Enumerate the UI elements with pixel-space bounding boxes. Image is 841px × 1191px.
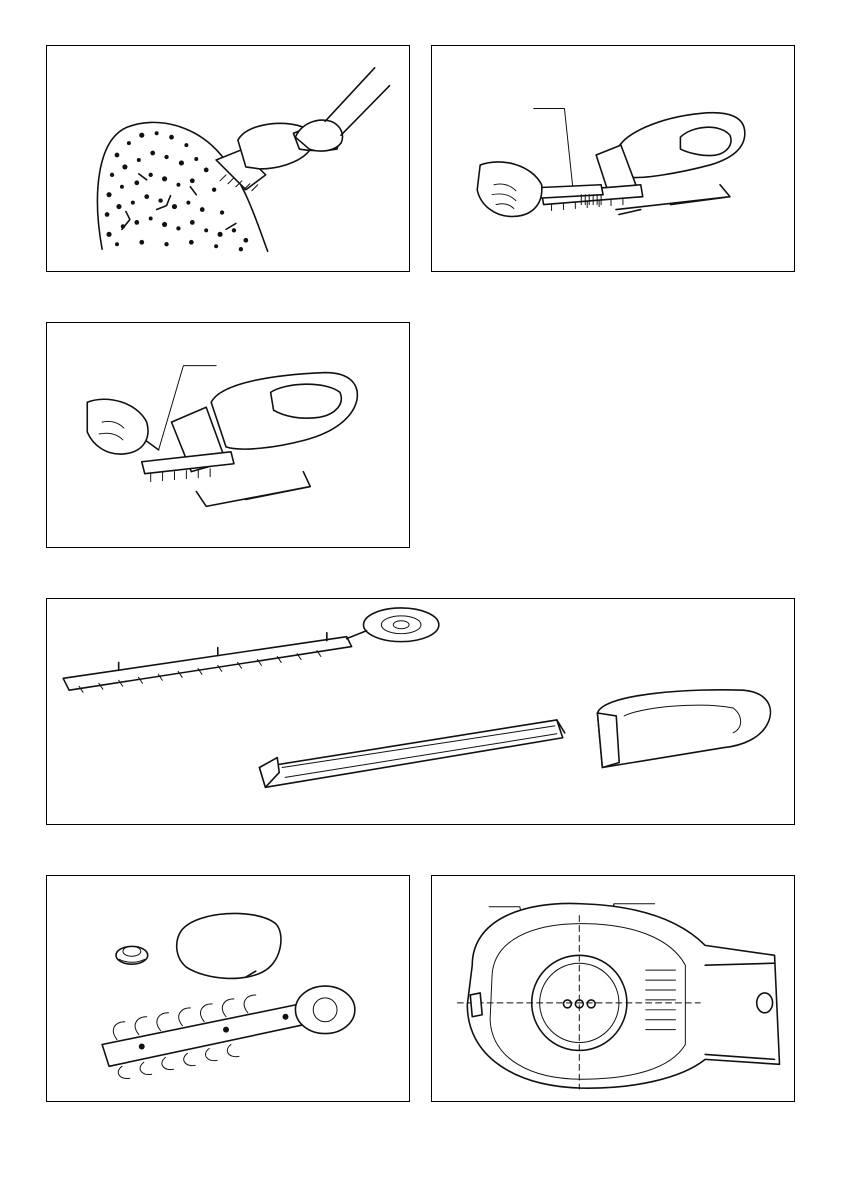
shear-blade [102,986,355,1078]
gear-housing-alignment-icon [432,876,794,1101]
long-blade-cover [259,720,564,787]
hand [477,162,542,217]
tool-stand [196,472,310,507]
cover-plate [177,913,281,978]
trimmer-handle-loop [271,384,342,418]
blade-cover-and-guard-parts-icon [47,599,794,824]
hand [87,399,148,454]
shear-blade-assembly-parts-icon [47,876,409,1101]
figure-3-panel [46,322,410,548]
long-hedge-blade [63,608,439,692]
vent-hole [757,993,773,1013]
gear-housing [467,903,779,1088]
figure-1-panel [46,45,410,272]
pin-left [563,1000,571,1008]
oiling-blade-icon [47,323,409,547]
brush-cleaning-blade-icon [432,46,794,271]
figure-2-panel [431,45,795,272]
hedge-leaves [105,131,249,251]
alignment-tab [470,993,482,1017]
spring-washer [116,946,148,964]
hedge-trimming-icon [47,46,409,271]
pin-right [587,1000,595,1008]
figure-6-panel [431,875,795,1102]
blade-guard [597,690,770,768]
figure-5-panel [46,875,410,1102]
figure-4-panel [46,598,795,825]
trimmer-handle-loop [680,127,731,155]
